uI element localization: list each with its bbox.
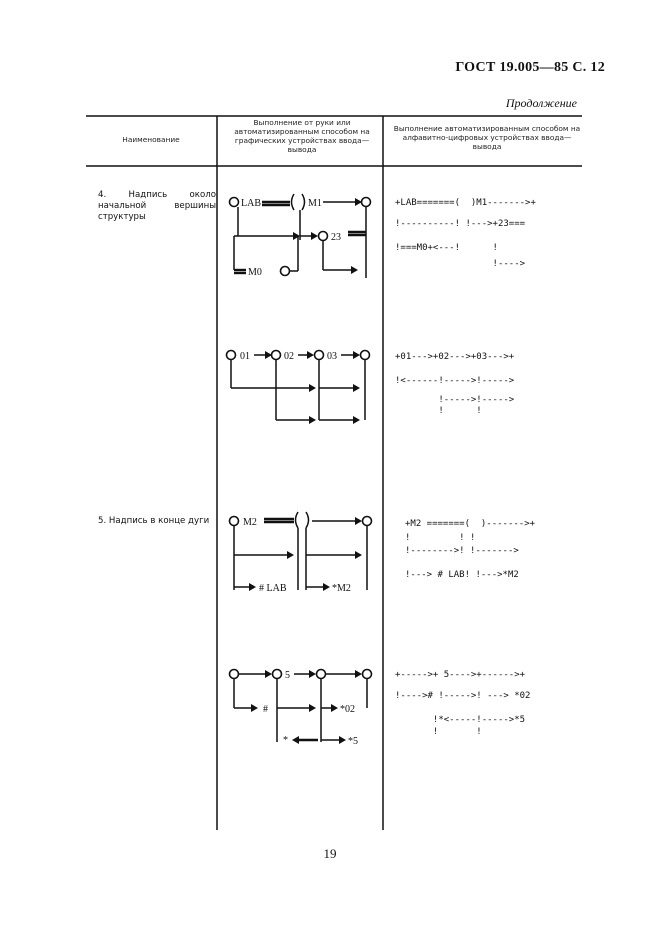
continued-label: Продолжение bbox=[505, 96, 577, 110]
ascii-d2-line-1: +01--->+02--->+03--->+ bbox=[395, 352, 515, 362]
ascii-d4-line-1: +----->+ 5---->+------>+ bbox=[395, 670, 526, 680]
ascii-d2-line-2: !<------!----->!-----> bbox=[395, 376, 515, 386]
d4-n1-label: 5 bbox=[285, 670, 290, 681]
row-name-4: 4. Надпись около начальной вершины струк… bbox=[98, 190, 216, 222]
d1-node-label: 23 bbox=[331, 232, 341, 243]
column-header-manual: Выполнение от руки или автоматизированны… bbox=[234, 118, 370, 154]
ascii-diagram-1: +LAB=======( )M1------->+ !----------! !… bbox=[395, 198, 536, 269]
column-header-auto: Выполнение автоматизированным способом н… bbox=[393, 124, 581, 151]
row-name-5: 5. Надпись в конце дуги bbox=[98, 516, 210, 526]
d4-t4-label: *5 bbox=[348, 736, 358, 747]
ascii-d2-line-3: !----->!-----> bbox=[395, 395, 515, 405]
d3-start-label: M2 bbox=[243, 517, 257, 528]
d1-start-label: LAB bbox=[241, 198, 261, 209]
document-code: ГОСТ 19.005—85 С. 12 bbox=[455, 60, 605, 75]
ascii-d3-line-2: ! ! ! bbox=[405, 533, 475, 543]
page-number: 19 bbox=[323, 846, 337, 861]
column-header-name: Наименование bbox=[122, 135, 180, 144]
ascii-d4-line-4: ! ! bbox=[395, 727, 482, 737]
d1-end-label: M0 bbox=[248, 267, 262, 278]
d2-n1-label: 01 bbox=[240, 351, 250, 362]
d4-t3-label: * bbox=[283, 735, 288, 746]
ascii-d1-line-4: !----> bbox=[395, 259, 526, 269]
ascii-diagram-4: +----->+ 5---->+------>+ !----># !----->… bbox=[395, 670, 530, 737]
ascii-d3-line-1: +M2 =======( )------->+ bbox=[405, 519, 536, 529]
d1-mid-label: M1 bbox=[308, 198, 322, 209]
ascii-d2-line-4: ! ! bbox=[395, 406, 482, 416]
ascii-d3-line-3: !-------->! !-------> bbox=[405, 546, 519, 556]
d4-t1-label: # bbox=[263, 704, 268, 715]
ascii-d4-line-3: !*<-----!----->*5 bbox=[395, 715, 525, 725]
d3-t2-label: *M2 bbox=[332, 583, 351, 594]
ascii-d1-line-3: !===M0+<---! ! bbox=[395, 243, 498, 253]
ascii-diagram-2: +01--->+02--->+03--->+ !<------!----->!-… bbox=[395, 352, 515, 416]
d4-t2-label: *02 bbox=[340, 704, 355, 715]
d2-n2-label: 02 bbox=[284, 351, 294, 362]
ascii-d1-line-2: !----------! !--->+23=== bbox=[395, 219, 526, 229]
ascii-diagram-3: +M2 =======( )------->+ ! ! ! !-------->… bbox=[405, 519, 536, 580]
d2-n3-label: 03 bbox=[327, 351, 337, 362]
ascii-d4-line-2: !----># !----->! ---> *02 bbox=[395, 691, 530, 701]
d3-t1-label: # LAB bbox=[259, 583, 287, 594]
ascii-d1-line-1: +LAB=======( )M1------->+ bbox=[395, 198, 536, 208]
ascii-d3-line-4: !---> # LAB! !--->*M2 bbox=[405, 570, 519, 580]
